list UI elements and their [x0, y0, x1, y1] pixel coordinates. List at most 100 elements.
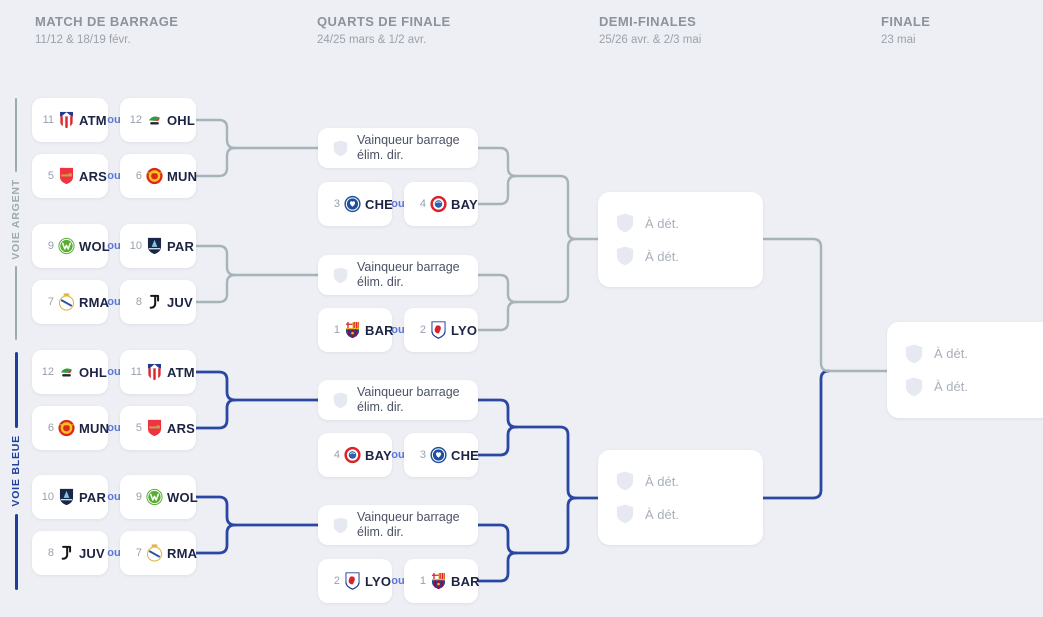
shield-placeholder-icon: [905, 377, 923, 397]
seed-number: 12: [129, 114, 142, 126]
tbd-label: À dét.: [645, 473, 679, 489]
real-madrid-crest-icon: [146, 544, 163, 562]
column-dates: 23 mai: [881, 34, 916, 46]
ou-label: ou: [107, 422, 121, 434]
barcelona-crest-icon: [344, 321, 361, 339]
shield-placeholder-icon: [333, 140, 348, 157]
team-code: ARS: [79, 168, 108, 184]
team-code: ATM: [167, 364, 195, 380]
tbd-team-slot: À dét.: [616, 246, 763, 266]
ou-label: ou: [391, 198, 405, 210]
lyon-crest-icon: [344, 572, 361, 590]
team-code: RMA: [167, 545, 198, 561]
team-card-par[interactable]: 10 PAR: [32, 475, 108, 519]
seed-number: 2: [419, 324, 426, 336]
atletico-madrid-crest-icon: [146, 363, 163, 381]
shield-placeholder-icon: [616, 471, 634, 491]
seed-number: 10: [129, 240, 142, 252]
team-card-rma[interactable]: 7 RMA: [32, 280, 110, 324]
ou-label: ou: [107, 547, 121, 559]
seed-number: 5: [135, 422, 142, 434]
ou-label: ou: [107, 366, 121, 378]
ou-label: ou: [391, 449, 405, 461]
team-card-lyo[interactable]: 2 LYO: [404, 308, 478, 352]
team-code: JUV: [167, 294, 193, 310]
column-dates: 24/25 mars & 1/2 avr.: [317, 34, 427, 46]
oh-leuven-crest-icon: [58, 363, 75, 381]
seed-number: 9: [47, 240, 54, 252]
tbd-label: À dét.: [934, 379, 968, 394]
winner-label-line2: élim. dir.: [357, 400, 404, 414]
team-code: LYO: [451, 322, 478, 338]
team-card-ohl[interactable]: 12 OHL: [120, 98, 196, 142]
tbd-team-slot: À dét.: [616, 213, 763, 233]
team-code: PAR: [79, 489, 107, 505]
team-code: MUN: [167, 168, 198, 184]
seed-number: 12: [41, 366, 54, 378]
header-final: FINALE 23 mai: [881, 14, 930, 46]
seed-number: 10: [41, 491, 54, 503]
team-code: CHE: [451, 447, 480, 463]
team-code: RMA: [79, 294, 110, 310]
ou-label: ou: [107, 170, 121, 182]
wolfsburg-crest-icon: [146, 488, 163, 506]
real-madrid-crest-icon: [58, 293, 75, 311]
team-card-wol[interactable]: 9 WOL: [32, 224, 110, 268]
team-code: OHL: [167, 112, 196, 128]
column-title: MATCH DE BARRAGE: [35, 14, 179, 29]
oh-leuven-crest-icon: [146, 111, 163, 129]
shield-placeholder-icon: [333, 267, 348, 284]
seed-number: 7: [47, 296, 54, 308]
team-code: WOL: [79, 238, 110, 254]
team-card-par[interactable]: 10 PAR: [120, 224, 196, 268]
column-dates: 25/26 avr. & 2/3 mai: [599, 34, 702, 46]
arsenal-crest-icon: [146, 419, 163, 437]
team-code: WOL: [167, 489, 198, 505]
seed-number: 2: [333, 575, 340, 587]
team-code: PAR: [167, 238, 195, 254]
tbd-team-slot: À dét.: [616, 471, 763, 491]
seed-number: 4: [419, 198, 426, 210]
winner-label-line2: élim. dir.: [357, 525, 404, 539]
tbd-label: À dét.: [645, 215, 679, 231]
paris-fc-crest-icon: [58, 488, 75, 506]
winner-label-line2: élim. dir.: [357, 148, 404, 162]
manchester-united-crest-icon: [58, 419, 75, 437]
juventus-crest-icon: [146, 293, 163, 311]
team-code: BAY: [365, 447, 392, 463]
column-dates: 11/12 & 18/19 févr.: [35, 34, 131, 46]
bayern-munich-crest-icon: [430, 195, 447, 213]
seed-number: 8: [47, 547, 54, 559]
manchester-united-crest-icon: [146, 167, 163, 185]
